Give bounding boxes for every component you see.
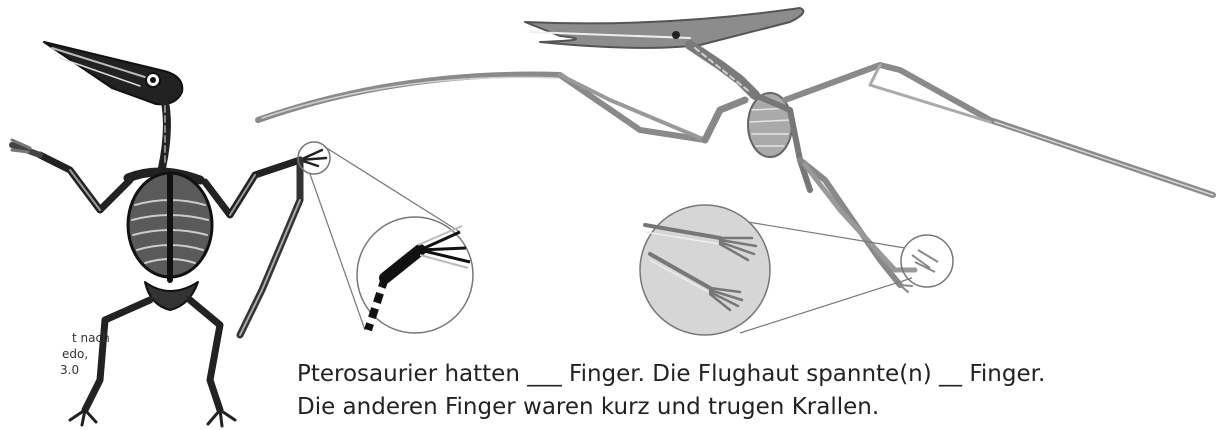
- image-credit: t nach edo, 3.0: [0, 330, 110, 378]
- side-left-arm: [705, 100, 745, 140]
- credit-line-3: 3.0: [60, 362, 110, 378]
- right-magnified-feet: [640, 205, 770, 335]
- front-right-leg: [190, 300, 220, 410]
- front-left-arm: [40, 155, 130, 210]
- side-left-wing: [258, 75, 705, 140]
- front-right-hand: [300, 150, 326, 166]
- side-right-wing: [785, 65, 1213, 195]
- front-pelvis: [145, 282, 198, 310]
- worksheet-question: Pterosaurier hatten ___ Finger. Die Flug…: [297, 358, 1045, 424]
- left-magnified-hand: [357, 217, 473, 333]
- right-zoom-source-circle: [901, 235, 953, 287]
- credit-line-1: t nach: [72, 330, 110, 346]
- credit-line-2: edo,: [62, 346, 110, 362]
- front-right-arm: [205, 160, 300, 215]
- question-line-2: Die anderen Finger waren kurz und trugen…: [297, 391, 1045, 424]
- side-skull: [525, 8, 803, 48]
- question-line-1: Pterosaurier hatten ___ Finger. Die Flug…: [297, 358, 1045, 391]
